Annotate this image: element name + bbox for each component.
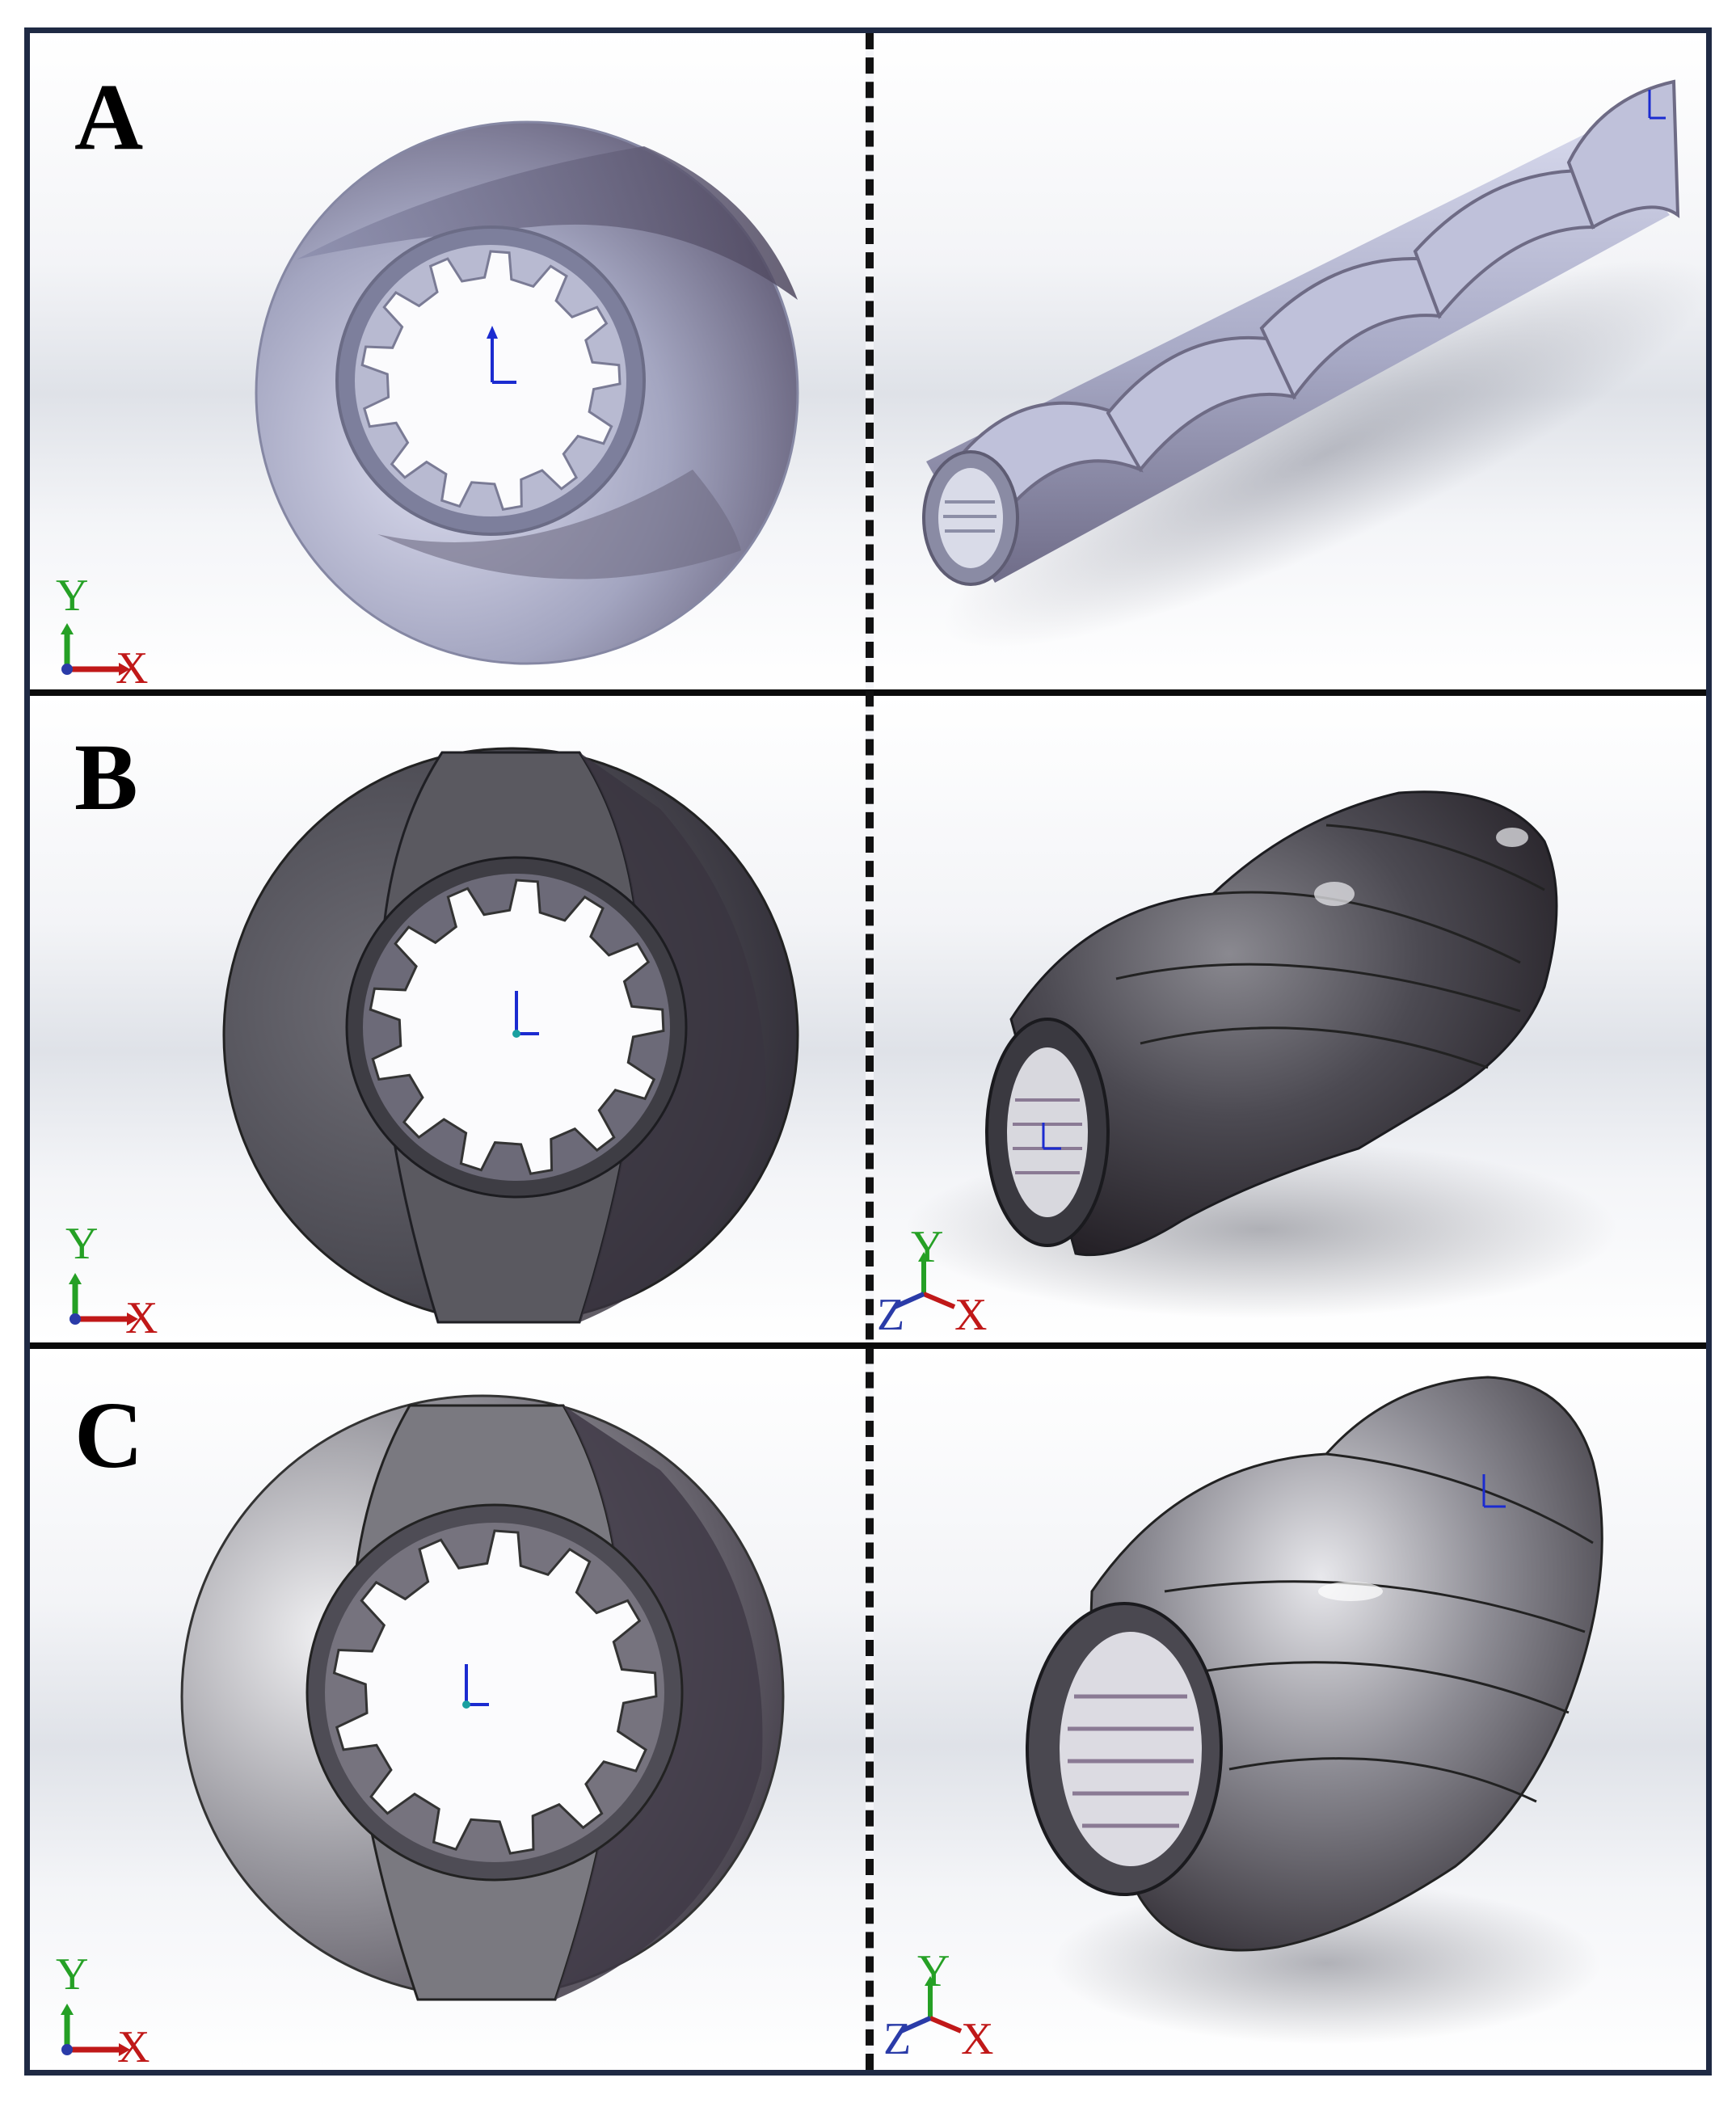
- screw-b-front-icon: [222, 747, 799, 1324]
- axis-triad-b-iso-icon: [893, 1252, 956, 1309]
- axis-label-x: X: [125, 1293, 158, 1342]
- screw-a-front-icon: [255, 120, 799, 665]
- panel-label-c: C: [74, 1382, 144, 1488]
- axis-triad-a-front-icon: [61, 623, 130, 676]
- panel-label-a: A: [74, 64, 144, 170]
- axis-label-y: Y: [56, 1949, 89, 2000]
- figure-frame: A Y X: [24, 27, 1712, 2076]
- axis-label-y: Y: [911, 1222, 944, 1272]
- axis-label-y: Y: [65, 1219, 99, 1269]
- panel-b: B Y X: [30, 696, 1706, 1342]
- panel-c-iso-view: Y Z X: [874, 1349, 1706, 2070]
- panel-a: A Y X: [30, 33, 1706, 689]
- panel-b-iso-view: Y Z X: [874, 696, 1706, 1342]
- panel-label-b: B: [74, 724, 138, 830]
- origin-triad-a: [491, 334, 516, 384]
- axis-label-x: X: [954, 1290, 988, 1340]
- axis-label-x: X: [117, 2022, 150, 2070]
- axis-label-z: Z: [883, 2014, 912, 2064]
- axis-triad-c-front-icon: [61, 2004, 130, 2056]
- screw-c-iso-icon: [1026, 1376, 1603, 2044]
- axis-label-y: Y: [917, 1946, 950, 1996]
- axis-triad-b-front-icon: [69, 1273, 138, 1325]
- spline-bore-c: [332, 1529, 658, 1855]
- panel-b-front-view: B Y X: [30, 696, 866, 1342]
- screw-b-iso-icon: [906, 790, 1617, 1318]
- panel-c: C Y X: [30, 1349, 1706, 2070]
- screw-c-front-icon: [180, 1394, 785, 2001]
- panel-a-iso-view: [874, 33, 1706, 689]
- axis-label-x: X: [961, 2014, 994, 2064]
- screw-a-iso-icon: [922, 79, 1706, 649]
- axis-label-y: Y: [56, 571, 89, 621]
- axis-label-x: X: [116, 643, 149, 689]
- panel-a-front-view: A Y X: [30, 33, 866, 689]
- view-divider: [866, 33, 874, 2070]
- panel-c-front-view: C Y X: [30, 1349, 866, 2070]
- axis-triad-c-iso-icon: [900, 1976, 963, 2033]
- axis-label-z: Z: [877, 1290, 905, 1340]
